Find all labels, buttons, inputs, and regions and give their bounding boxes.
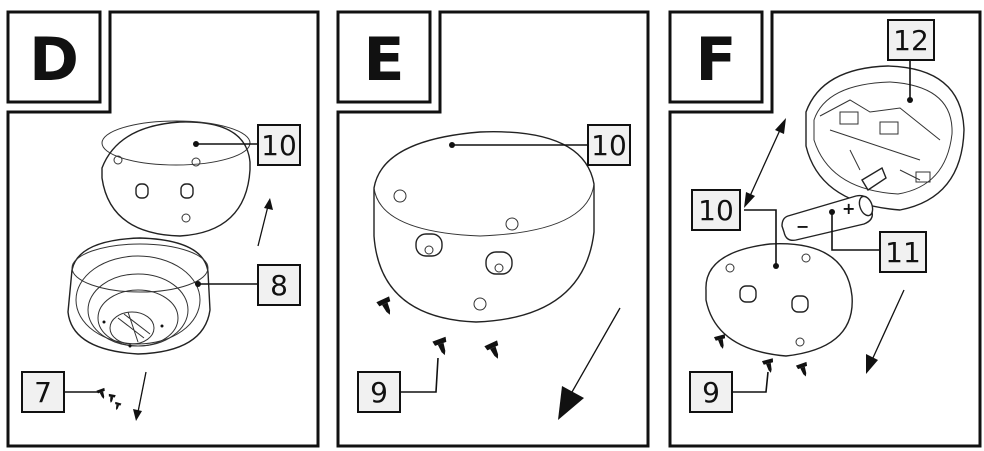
- callout-e-9: 9: [370, 376, 388, 409]
- panel-d: D 10: [6, 10, 320, 448]
- separate-arrow: [744, 118, 786, 208]
- panel-f-letter: F: [696, 25, 737, 95]
- base-plate-f: [705, 243, 853, 357]
- panel-d-letter: D: [29, 25, 79, 95]
- mounting-post-left: [415, 233, 443, 257]
- light-unit: [67, 237, 211, 355]
- mounting-post-right: [485, 251, 513, 275]
- battery: − +: [781, 194, 874, 242]
- callout-d-7-box: [21, 371, 65, 413]
- panel-e-tab: [336, 10, 432, 104]
- callout-d-10: 10: [261, 129, 297, 162]
- move-down-arrow-d: [133, 371, 147, 421]
- light-housing-open: [805, 65, 965, 211]
- callout-d-8: 8: [270, 269, 288, 302]
- callout-f-12-box: [887, 19, 935, 61]
- battery-minus-sign: −: [796, 217, 809, 236]
- callout-e-10: 10: [591, 129, 627, 162]
- base-plate: [101, 120, 251, 237]
- leader-e-9: [400, 357, 439, 393]
- panel-f-tab: [668, 10, 764, 104]
- panel-e: E 10 9: [336, 10, 650, 448]
- callout-e-10-box: [587, 124, 631, 166]
- callout-f-11-box: [879, 231, 927, 273]
- panel-e-letter: E: [364, 25, 405, 95]
- callout-e-9-box: [357, 371, 401, 413]
- leader-f-10: [744, 209, 777, 266]
- panel-f: F 12 − + 11: [668, 10, 982, 448]
- callout-f-10-box: [691, 189, 741, 231]
- callout-f-11: 11: [885, 236, 921, 269]
- battery-plus-sign: +: [842, 199, 855, 218]
- leader-f-9: [732, 371, 769, 393]
- callout-f-10: 10: [698, 194, 734, 227]
- callout-f-9: 9: [702, 376, 720, 409]
- base-plate-large: [373, 131, 595, 323]
- move-up-arrow: [257, 198, 273, 247]
- callout-f-12: 12: [893, 24, 929, 57]
- move-down-arrow-f: [866, 289, 905, 374]
- move-down-arrow-e: [558, 307, 621, 420]
- callout-d-8-box: [257, 264, 301, 306]
- callout-d-7: 7: [34, 376, 52, 409]
- callout-d-10-box: [257, 124, 301, 166]
- callout-f-9-box: [689, 371, 733, 413]
- panel-d-tab: [6, 10, 102, 104]
- leader-f-11: [831, 212, 880, 251]
